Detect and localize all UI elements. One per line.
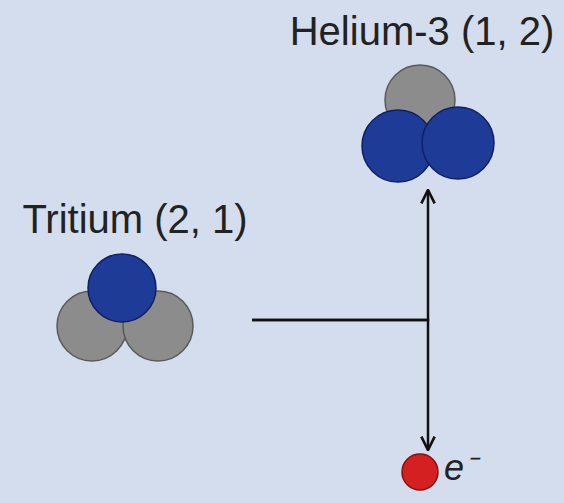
decay-arrow [252,320,428,450]
particle-node: e⁻ [398,450,488,494]
nucleus-label: Helium-3 (1, 2) [290,8,555,54]
particle-label: e⁻ [444,448,476,488]
helium3-nucleus [362,65,494,182]
proton [422,107,494,179]
nucleus-label: Tritium (2, 1) [22,196,247,242]
electron-dot [402,454,438,490]
nucleus-node: Helium-3 (1, 2) [286,8,559,190]
proton [88,254,156,322]
decay-arrow [252,190,428,320]
nucleus-node: Tritium (2, 1) [18,196,252,376]
tritium-nucleus [57,254,193,361]
